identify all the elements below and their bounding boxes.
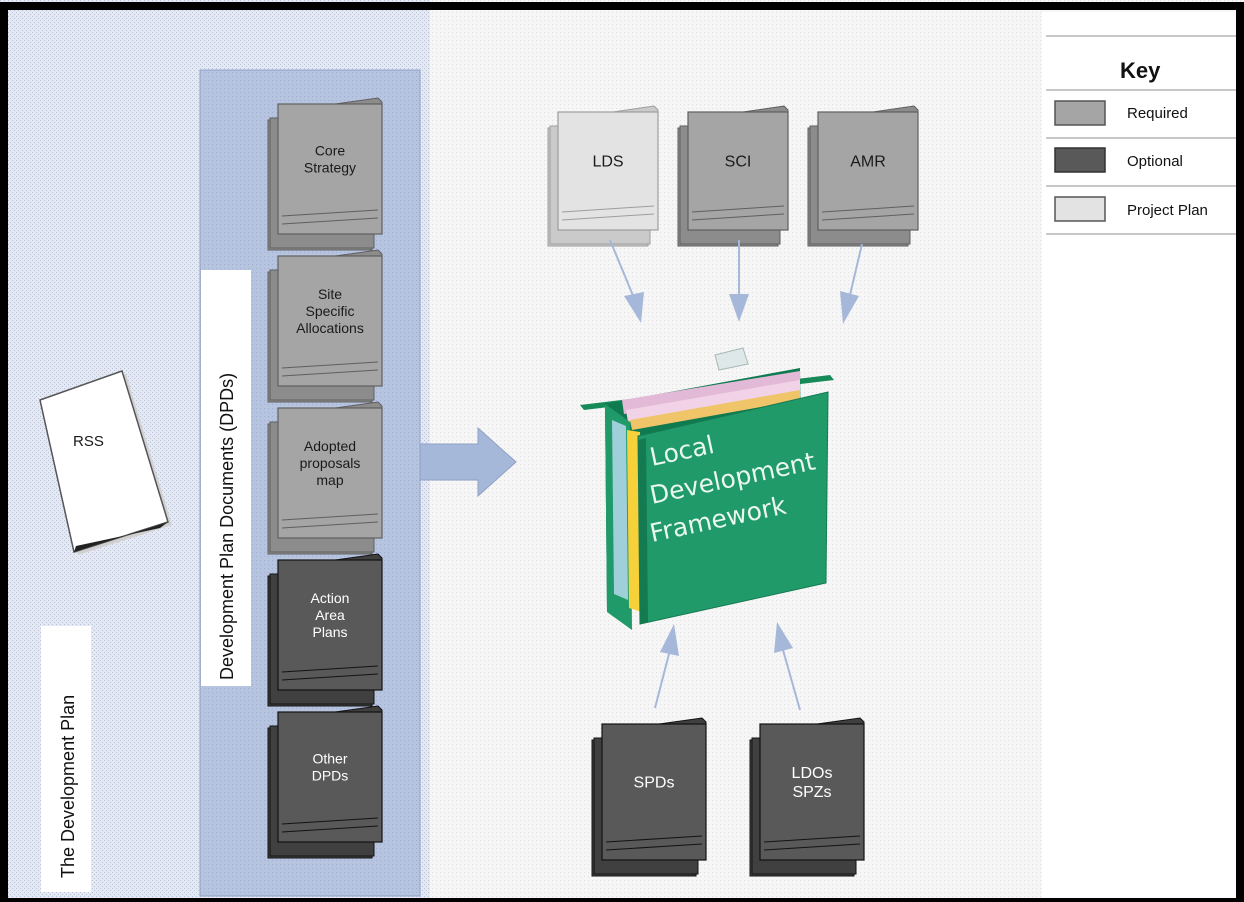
- dpd-folder-3-label-1: Adopted: [304, 438, 356, 454]
- dpd-folder-2-label-3: Allocations: [296, 320, 364, 336]
- ldos-arrow: [782, 649, 801, 711]
- dpd-panel-label: Development Plan Documents (DPDs): [217, 373, 237, 680]
- top-folder-lds: LDS: [547, 105, 659, 247]
- dpd-folder-3-label-2: proposals: [300, 455, 361, 471]
- key-label-optional: Optional: [1127, 153, 1183, 170]
- rss-label: RSS: [73, 433, 104, 450]
- dpd-folder-4-label-1: Action: [311, 590, 350, 606]
- thin-arrows: [609, 239, 863, 711]
- development-plan-label: The Development Plan: [58, 695, 78, 878]
- dpd-panel-label-box: [201, 270, 251, 686]
- dpd-folders: CoreStrategySiteSpecificAllocationsAdopt…: [267, 97, 383, 859]
- dpd-folder-1-label-2: Strategy: [304, 159, 356, 175]
- top-folder-sci-label-1: SCI: [725, 154, 752, 171]
- top-folder-sci: SCI: [677, 105, 789, 247]
- lds-arrow: [609, 239, 635, 299]
- spds-arrow: [654, 649, 671, 709]
- bottom-folder-2-label-2: SPZs: [792, 784, 831, 801]
- key-title: Key: [1120, 58, 1161, 83]
- dpd-folder-4-label-2: Area: [315, 607, 345, 623]
- amr-arrow: [849, 243, 863, 296]
- dpd-folder-5-label-1: Other: [312, 750, 347, 766]
- dpd-folder-3-label-3: map: [316, 472, 343, 488]
- bottom-folder-1: SPDs: [591, 717, 707, 877]
- dpd-folder-5-label-2: DPDs: [312, 767, 349, 783]
- ldf-folder: Local Development Framework: [580, 347, 834, 630]
- dpd-folder-2-label-2: Specific: [305, 303, 354, 319]
- rss-document: RSS: [39, 370, 172, 555]
- development-plan-label-box: [41, 626, 91, 892]
- top-folders: LDS SCI AMR: [547, 105, 919, 247]
- key-panel: [1042, 12, 1240, 902]
- key-swatch-optional: [1054, 147, 1106, 173]
- bottom-folder-1-label-1: SPDs: [634, 775, 675, 792]
- key-label-required: Required: [1127, 105, 1188, 122]
- dpd-to-ldf-arrow: [419, 426, 517, 498]
- key-swatch-required: [1054, 100, 1106, 126]
- bottom-folder-2-label-1: LDOs: [792, 765, 833, 782]
- top-folder-lds-label-1: LDS: [592, 154, 623, 171]
- key-label-project-plan: Project Plan: [1127, 202, 1208, 219]
- top-folder-amr: AMR: [807, 105, 919, 247]
- key: Key Required Optional Project Plan: [1046, 35, 1240, 235]
- key-swatch-project-plan: [1054, 196, 1106, 222]
- top-folder-amr-label-1: AMR: [850, 154, 886, 171]
- dpd-folder-4-label-3: Plans: [312, 624, 347, 640]
- dpd-folder-1-label-1: Core: [315, 142, 346, 158]
- dpd-folder-2-label-1: Site: [318, 286, 342, 302]
